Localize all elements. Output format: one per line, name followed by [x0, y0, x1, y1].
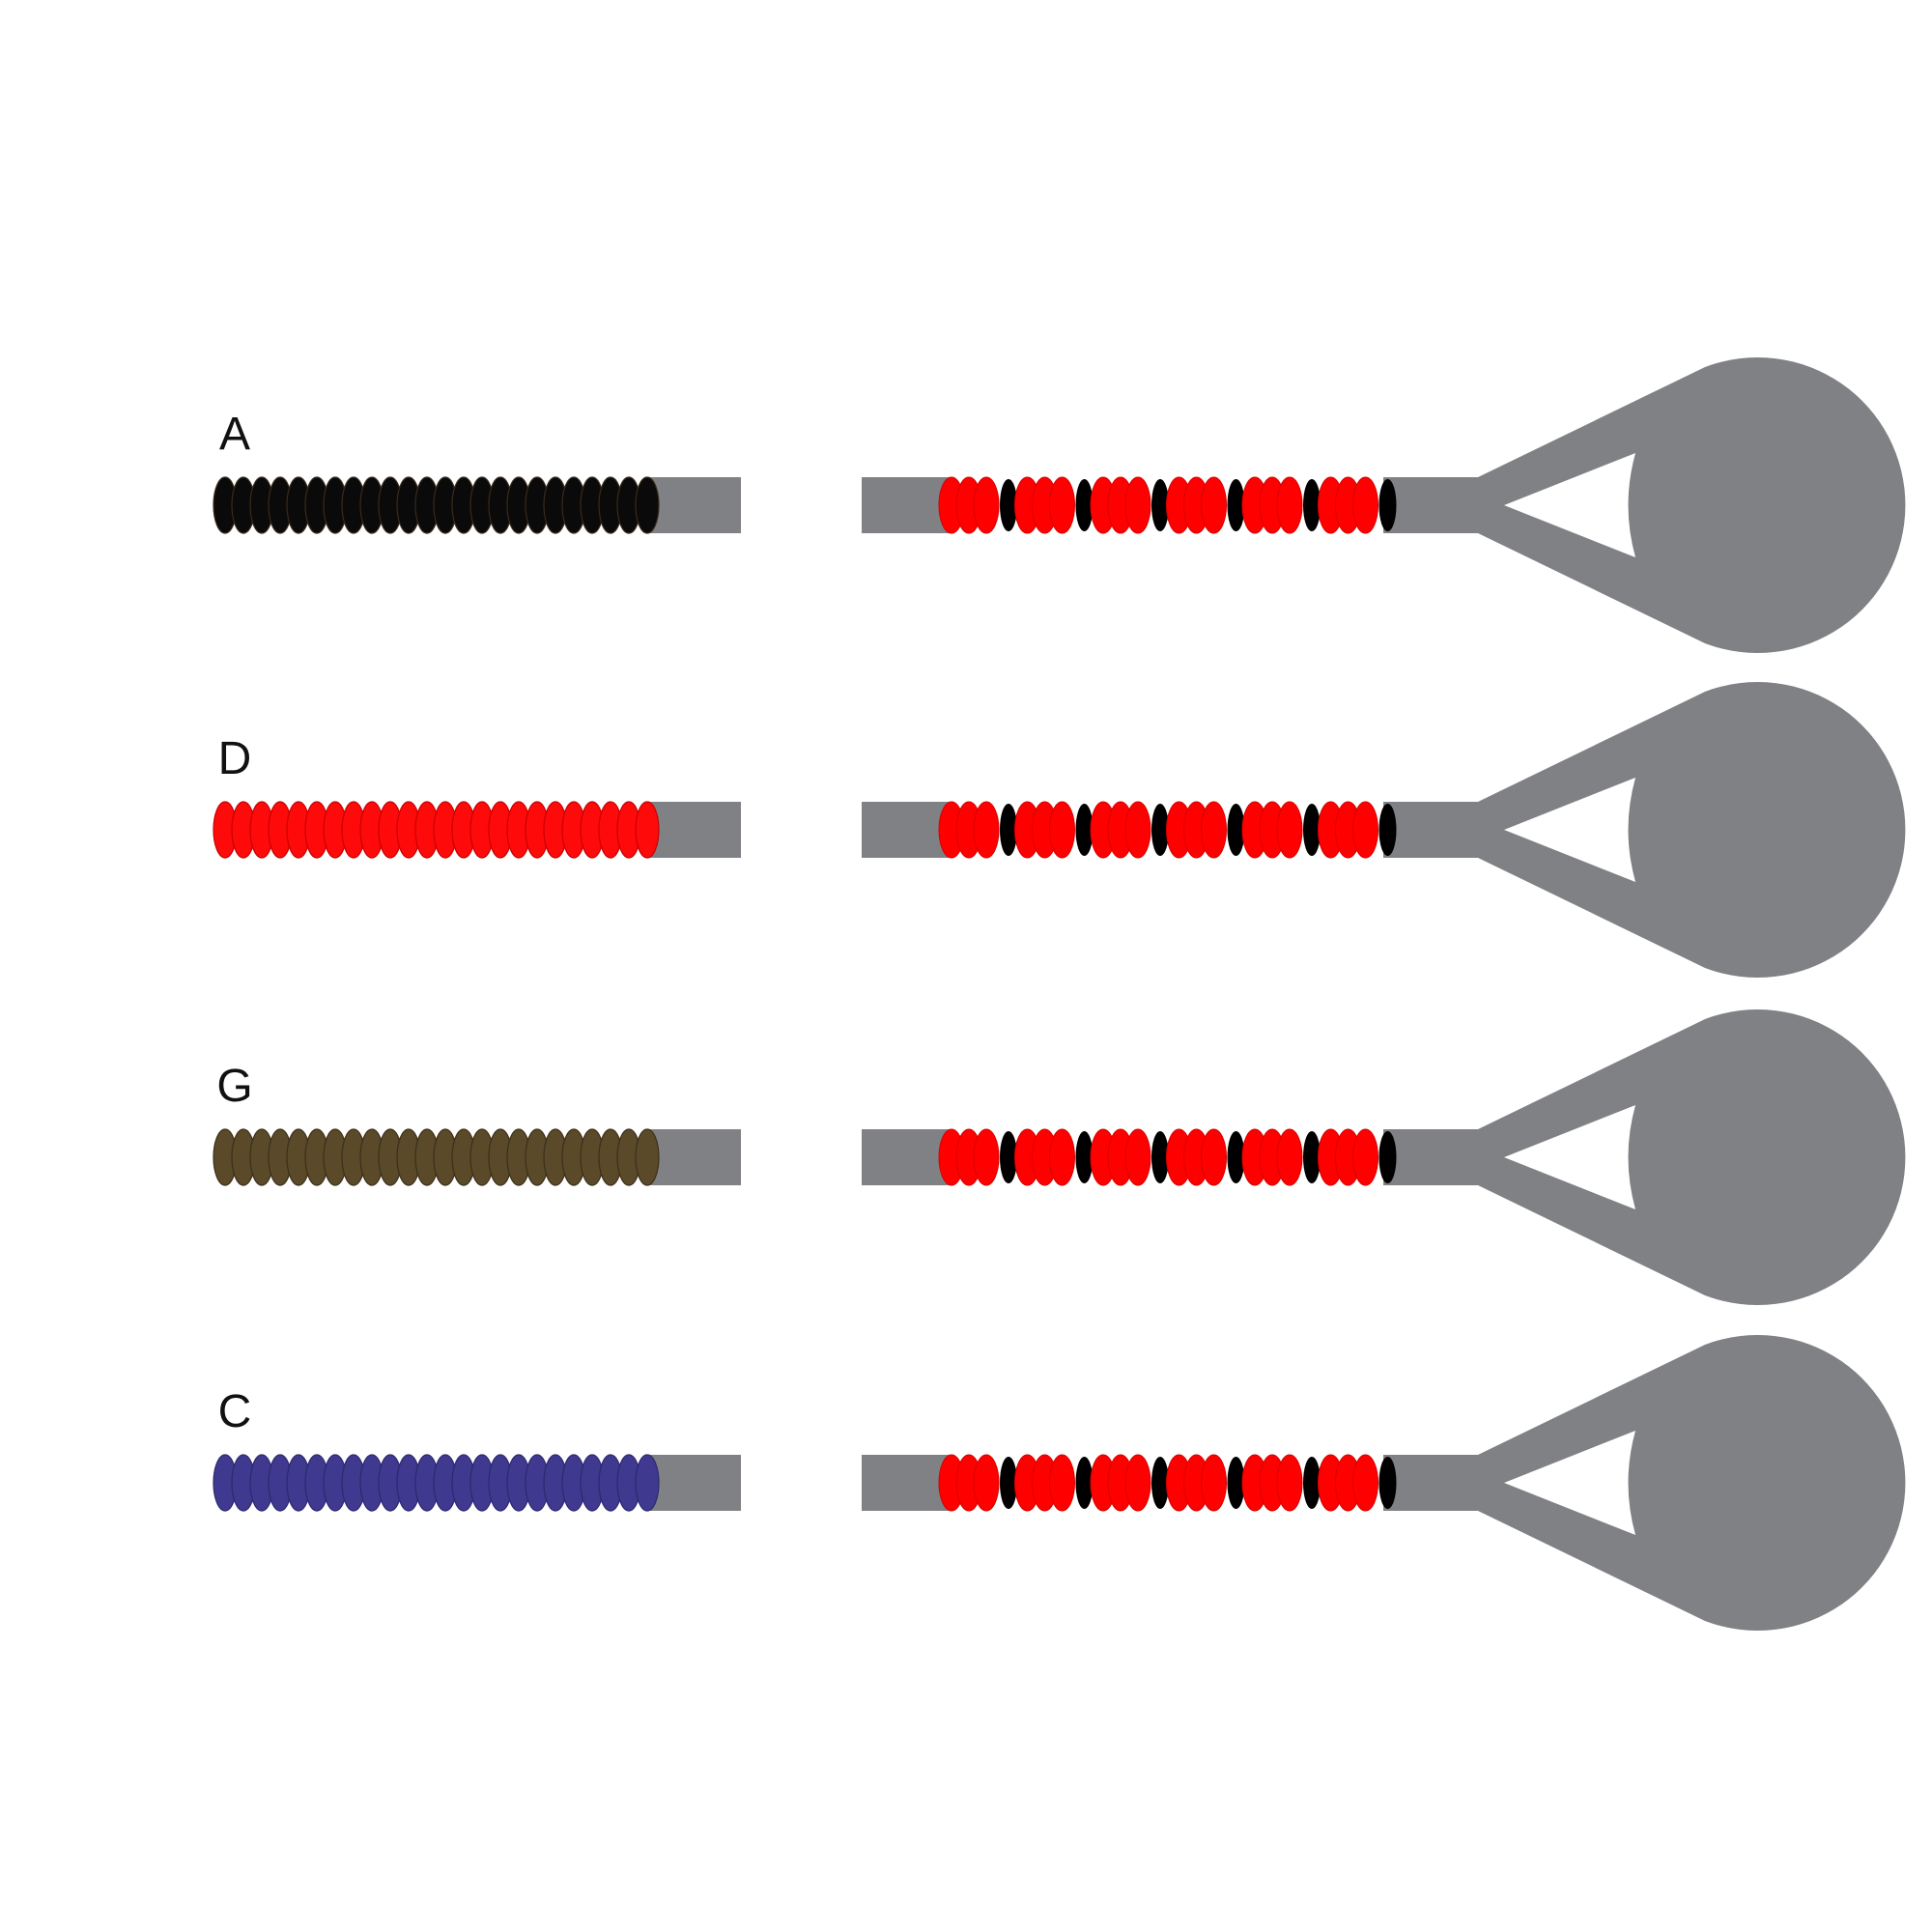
red-bead — [1124, 801, 1151, 859]
left-stem — [645, 1129, 741, 1185]
black-bead — [1151, 479, 1169, 531]
bead-row: A — [213, 356, 1906, 653]
black-bead — [1227, 1457, 1245, 1509]
black-bead — [1303, 479, 1321, 531]
hairpin-connector — [1383, 477, 1478, 533]
red-bead — [973, 1128, 1000, 1186]
left-bead — [635, 476, 660, 534]
black-bead — [1378, 479, 1397, 531]
black-bead — [1000, 1131, 1017, 1183]
black-bead — [1075, 1457, 1094, 1509]
black-bead — [1227, 1131, 1245, 1183]
row-label: G — [216, 1061, 252, 1112]
left-stem — [645, 1455, 741, 1511]
row-label: D — [218, 733, 252, 784]
hairpin-loop-icon — [1478, 682, 1906, 978]
hairpin-loop-icon — [1478, 356, 1906, 653]
right-stem — [862, 1455, 952, 1511]
red-bead — [973, 801, 1000, 859]
black-bead — [1075, 1131, 1094, 1183]
hairpin-body — [1478, 1335, 1906, 1632]
red-bead — [1124, 1454, 1151, 1512]
bead-row: C — [213, 1335, 1906, 1632]
red-bead — [1201, 801, 1227, 859]
hairpin-hole — [1504, 778, 1635, 882]
left-bead — [635, 801, 660, 859]
hairpin-hole — [1504, 453, 1635, 557]
black-bead — [1378, 1457, 1397, 1509]
hairpin-body — [1478, 356, 1906, 653]
red-bead — [1049, 801, 1075, 859]
right-stem — [862, 477, 952, 533]
red-bead — [1124, 1128, 1151, 1186]
left-bead — [635, 1454, 660, 1512]
black-bead — [1000, 804, 1017, 856]
red-bead — [1352, 1454, 1378, 1512]
hairpin-connector — [1383, 1129, 1478, 1185]
hairpin-loop-icon — [1478, 1009, 1906, 1305]
red-bead — [1124, 476, 1151, 534]
rows-layer: A D G C — [213, 356, 1906, 1632]
black-bead — [1378, 1131, 1397, 1183]
black-bead — [1303, 804, 1321, 856]
hairpin-loop-icon — [1478, 1335, 1906, 1632]
black-bead — [1075, 804, 1094, 856]
black-bead — [1378, 804, 1397, 856]
left-bead — [635, 1128, 660, 1186]
right-stem — [862, 1129, 952, 1185]
black-bead — [1151, 1457, 1169, 1509]
black-bead — [1303, 1131, 1321, 1183]
red-bead — [1201, 1454, 1227, 1512]
black-bead — [1303, 1457, 1321, 1509]
black-bead — [1151, 1131, 1169, 1183]
red-bead — [1201, 476, 1227, 534]
red-bead — [1352, 476, 1378, 534]
black-bead — [1227, 479, 1245, 531]
red-bead — [1049, 1128, 1075, 1186]
red-bead — [1352, 801, 1378, 859]
hairpin-hole — [1504, 1431, 1635, 1535]
red-bead — [1352, 1128, 1378, 1186]
black-bead — [1151, 804, 1169, 856]
bead-row: D — [213, 682, 1906, 978]
red-bead — [1276, 1128, 1303, 1186]
row-label: A — [219, 409, 250, 460]
black-bead — [1227, 804, 1245, 856]
red-bead — [1276, 476, 1303, 534]
black-bead — [1075, 479, 1094, 531]
black-bead — [1000, 479, 1017, 531]
red-bead — [1049, 1454, 1075, 1512]
hairpin-hole — [1504, 1105, 1635, 1209]
bead-row: G — [213, 1009, 1906, 1305]
row-label: C — [218, 1386, 252, 1437]
hairpin-connector — [1383, 802, 1478, 858]
red-bead — [1201, 1128, 1227, 1186]
left-stem — [645, 477, 741, 533]
hairpin-body — [1478, 1009, 1906, 1305]
red-bead — [973, 476, 1000, 534]
black-bead — [1000, 1457, 1017, 1509]
right-stem — [862, 802, 952, 858]
red-bead — [1276, 1454, 1303, 1512]
hairpin-body — [1478, 682, 1906, 978]
red-bead — [1049, 476, 1075, 534]
hairpin-connector — [1383, 1455, 1478, 1511]
red-bead — [973, 1454, 1000, 1512]
red-bead — [1276, 801, 1303, 859]
left-stem — [645, 802, 741, 858]
